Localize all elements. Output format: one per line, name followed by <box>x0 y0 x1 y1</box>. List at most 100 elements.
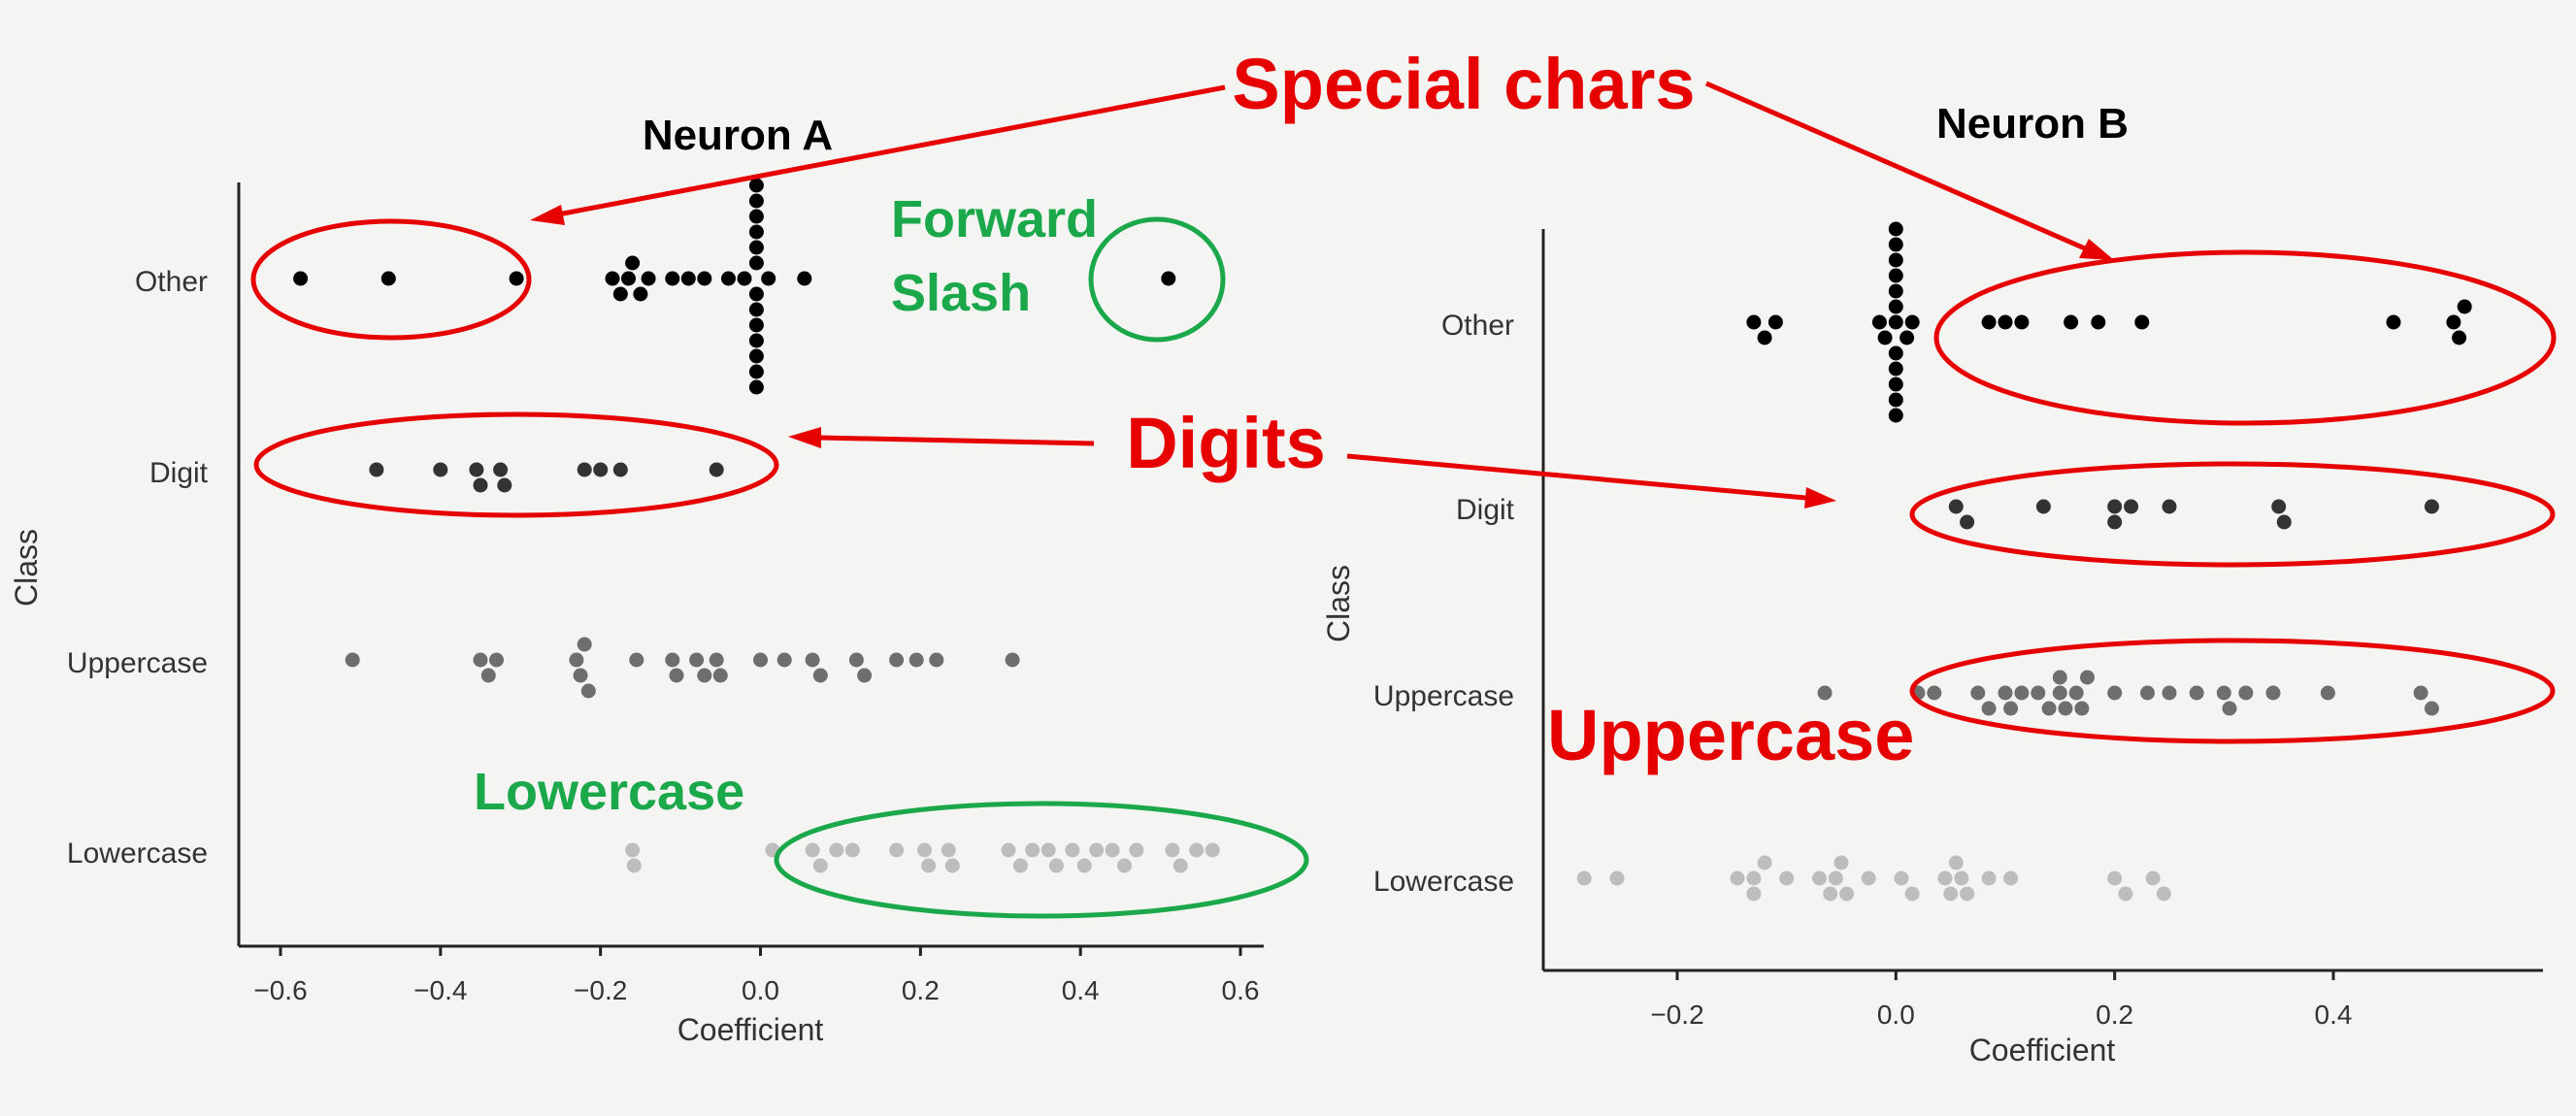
chart-a-point-other <box>380 271 396 286</box>
chart-b-point-other <box>1888 252 1903 268</box>
chart-a-point-other <box>748 178 764 193</box>
ellipse-b-digits <box>1909 461 2556 568</box>
chart-b-point-uppercase <box>2216 685 2231 701</box>
chart-a-point-lowercase <box>1025 842 1040 858</box>
chart-b-point-other <box>1899 330 1915 345</box>
arrowhead-digits-to-a <box>788 427 821 448</box>
chart-a-point-digit <box>469 462 484 477</box>
chart-b-ylabel-other: Other <box>1441 310 1514 342</box>
chart-b-title: Neuron B <box>1936 100 2129 148</box>
chart-b-point-other <box>1888 299 1903 314</box>
arrowhead-special-to-b <box>2079 239 2114 260</box>
chart-b-point-other <box>1757 330 1772 345</box>
chart-a-point-other <box>293 271 309 286</box>
chart-a-point-other <box>748 224 764 240</box>
chart-b-point-lowercase <box>1823 886 1838 902</box>
chart-b-point-digit <box>2271 499 2287 514</box>
chart-b-point-other <box>2134 314 2150 330</box>
chart-b-point-other <box>2452 330 2467 345</box>
chart-neuron-a: Neuron A Other Digit Uppercase Lowercase… <box>9 112 1264 1047</box>
chart-b-point-other <box>1888 283 1903 299</box>
chart-a-point-uppercase <box>577 637 592 652</box>
chart-b-x-tick-label: 0.2 <box>2096 1000 2133 1030</box>
chart-a-point-lowercase <box>626 858 642 873</box>
ellipse-b-uppercase <box>1909 638 2556 744</box>
chart-a-ylabel-uppercase: Uppercase <box>67 647 208 679</box>
chart-b-point-other <box>2386 314 2401 330</box>
arrowhead-special-to-a <box>530 205 565 225</box>
chart-b-point-lowercase <box>2003 870 2019 886</box>
chart-a-point-uppercase <box>929 652 944 668</box>
chart-a-ylabel-digit: Digit <box>149 457 209 489</box>
chart-a-point-lowercase <box>1165 842 1180 858</box>
chart-a-point-uppercase <box>697 668 712 683</box>
chart-b-point-uppercase <box>1998 685 2013 701</box>
label-forward-slash-line2: Slash <box>891 264 1031 322</box>
chart-b-point-uppercase <box>2424 701 2439 716</box>
chart-a-point-uppercase <box>776 652 792 668</box>
chart-b-point-uppercase <box>1981 701 1997 716</box>
chart-a-point-other <box>748 317 764 333</box>
chart-a-point-uppercase <box>753 652 768 668</box>
chart-b-point-digit <box>2124 499 2139 514</box>
chart-b-point-lowercase <box>1746 886 1762 902</box>
chart-b-point-uppercase <box>2080 670 2095 685</box>
chart-b-point-lowercase <box>2145 870 2161 886</box>
chart-b-point-uppercase <box>2058 701 2073 716</box>
chart-a-point-lowercase <box>1172 858 1188 873</box>
annotation-shapes <box>250 216 2557 919</box>
chart-a-point-lowercase <box>1040 842 1056 858</box>
chart-b-point-lowercase <box>1746 870 1762 886</box>
chart-a-point-uppercase <box>857 668 873 683</box>
chart-b-point-lowercase <box>1894 870 1909 886</box>
chart-a-point-uppercase <box>489 652 504 668</box>
chart-a-point-uppercase <box>848 652 864 668</box>
chart-b-point-other <box>1888 392 1903 408</box>
chart-a-point-other <box>612 286 628 302</box>
chart-a-point-other <box>748 255 764 271</box>
label-digits: Digits <box>1126 403 1326 483</box>
chart-a-point-other <box>665 271 680 286</box>
chart-a-point-uppercase <box>473 652 488 668</box>
chart-b-x-axis-title: Coefficient <box>1969 1033 2116 1067</box>
chart-a-point-other <box>621 271 636 286</box>
chart-a-point-digit <box>497 477 512 493</box>
chart-b-point-digit <box>2162 499 2177 514</box>
chart-b-point-other <box>1888 408 1903 423</box>
chart-a-x-tick-label: −0.6 <box>253 975 307 1005</box>
chart-a-point-uppercase <box>1005 652 1020 668</box>
chart-a-point-uppercase <box>345 652 360 668</box>
chart-a-point-digit <box>612 462 628 477</box>
chart-b-point-lowercase <box>1960 886 1975 902</box>
ellipse-a-special-chars <box>250 218 532 341</box>
chart-a-point-other <box>748 286 764 302</box>
chart-a-point-lowercase <box>1189 842 1205 858</box>
chart-b-point-other <box>1904 314 1920 330</box>
chart-b-point-other <box>1981 314 1997 330</box>
chart-a-x-tick-label: 0.2 <box>902 975 940 1005</box>
chart-a-point-uppercase <box>709 652 724 668</box>
chart-b-point-lowercase <box>1828 870 1843 886</box>
chart-b-point-other <box>1888 314 1903 330</box>
chart-b-point-other <box>1888 377 1903 392</box>
chart-b-point-digit <box>2424 499 2439 514</box>
chart-b-point-uppercase <box>1970 685 1986 701</box>
chart-a-point-uppercase <box>573 668 588 683</box>
chart-a-point-lowercase <box>1012 858 1028 873</box>
arrow-digits-to-a <box>819 435 1095 446</box>
chart-b-point-other <box>2457 299 2472 314</box>
chart-a-point-lowercase <box>917 842 932 858</box>
chart-a-point-lowercase <box>944 858 960 873</box>
chart-b-point-digit <box>2107 499 2123 514</box>
chart-b-point-lowercase <box>1954 870 1969 886</box>
chart-a-point-digit <box>709 462 724 477</box>
chart-a-point-lowercase <box>1001 842 1016 858</box>
chart-a-point-other <box>748 379 764 395</box>
chart-b-point-other <box>2446 314 2461 330</box>
chart-a-point-other <box>761 271 776 286</box>
chart-neuron-b: Neuron B Other Digit Uppercase Lowercase… <box>1321 100 2543 1067</box>
chart-b-point-digit <box>2035 499 2051 514</box>
chart-b-point-digit <box>1960 514 1975 530</box>
